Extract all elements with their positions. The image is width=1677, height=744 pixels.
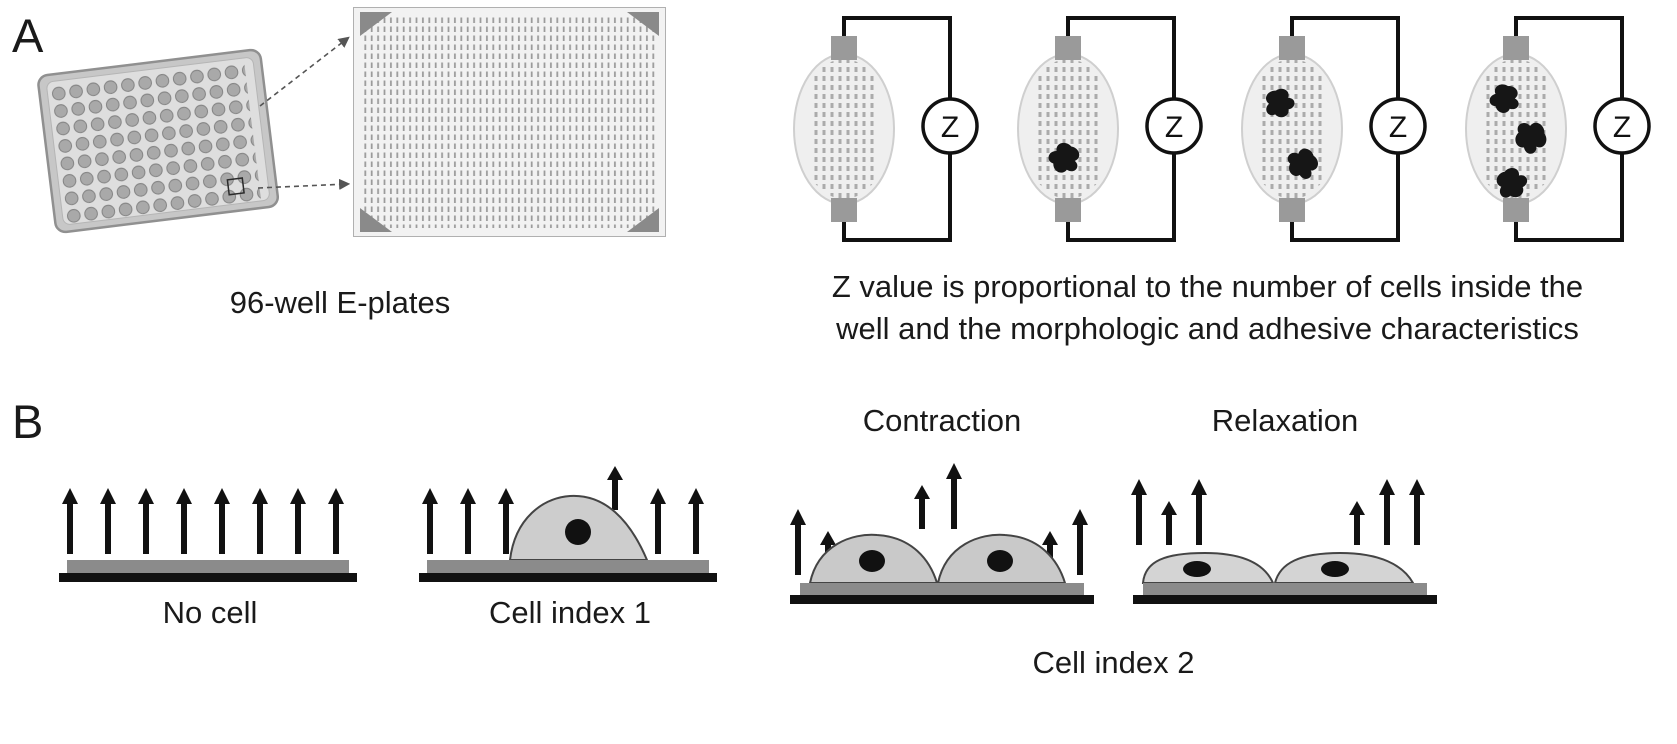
corner-marker: [627, 208, 659, 232]
impedance-z-label: Z: [1165, 111, 1183, 144]
substrate-bar: [1133, 595, 1437, 604]
well-outline: [1017, 53, 1119, 205]
relaxation-label: Relaxation: [1211, 403, 1359, 438]
corner-marker: [360, 12, 392, 36]
no-cell-caption: No cell: [162, 595, 258, 630]
electrode-pad-top: [1055, 36, 1081, 60]
impedance-circuit-4: Z: [1465, 16, 1651, 242]
electrode-pad-bottom: [1503, 198, 1529, 222]
electrode-fingers: [1038, 59, 1098, 199]
up-arrows: [1131, 479, 1425, 545]
up-arrows: [62, 488, 344, 554]
impedance-meter-icon: [1145, 97, 1203, 155]
well-outline: [1241, 53, 1343, 205]
cell-index-1-caption: Cell index 1: [489, 595, 651, 630]
circuit-wire: [1290, 16, 1400, 242]
panel-a-label: A: [12, 9, 44, 62]
impedance-caption-line2: well and the morphologic and adhesive ch…: [836, 310, 1579, 346]
circuit-wire: [1066, 16, 1176, 242]
corner-marker: [360, 208, 392, 232]
impedance-circuit-3: Z: [1241, 16, 1427, 242]
electrode-bar: [800, 583, 1084, 597]
plate-caption: 96-well E-plates: [229, 285, 451, 320]
substrate-bar: [59, 573, 357, 582]
electrode-pad-top: [1503, 36, 1529, 60]
electrode-pad-bottom: [831, 198, 857, 222]
electrode-bar: [427, 560, 709, 575]
contraction-label: Contraction: [862, 403, 1022, 438]
cell-nucleus: [1183, 561, 1211, 577]
electrode-bar: [1143, 583, 1427, 597]
cell-nucleus: [1321, 561, 1349, 577]
dashed-arrow-bottom: [258, 178, 351, 190]
zoom-dashed-arrows: [258, 36, 351, 190]
well-outline: [793, 53, 895, 205]
no-cell-diagram: [59, 440, 357, 582]
impedance-caption-line1: Z value is proportional to the number of…: [831, 269, 1584, 304]
cell-nucleus: [987, 550, 1013, 572]
electrode-pad-top: [1279, 36, 1305, 60]
plate-wells: [48, 60, 262, 224]
impedance-meter-icon: [1369, 97, 1427, 155]
electrode-pad-top: [831, 36, 857, 60]
impedance-z-label: Z: [1613, 111, 1631, 144]
electrode-dot-grid: [364, 16, 656, 228]
cell-nucleus: [565, 519, 591, 545]
electrode-fingers: [814, 59, 874, 199]
substrate-bar: [790, 595, 1094, 604]
plate-body: [37, 48, 280, 234]
contraction-diagram: [782, 445, 1094, 604]
cell-index-2-caption: Cell index 2: [1032, 645, 1195, 680]
dashed-arrow-top: [259, 36, 350, 107]
cell-nucleus: [859, 550, 885, 572]
impedance-caption: Z value is proportional to the number of…: [745, 266, 1670, 349]
well-plate-photo: [37, 48, 280, 234]
impedance-circuit-2: Z: [1017, 16, 1203, 242]
substrate-bar: [419, 573, 717, 582]
impedance-z-label: Z: [1389, 111, 1407, 144]
circuit-wire: [842, 16, 952, 242]
electrode-pad-bottom: [1279, 198, 1305, 222]
electrode-bar: [67, 560, 349, 575]
impedance-circuit-1: Z: [793, 16, 979, 242]
circuit-wire: [1514, 16, 1624, 242]
impedance-z-label: Z: [941, 111, 959, 144]
relaxation-diagram: [1125, 445, 1437, 604]
panel-b-label: B: [12, 395, 44, 448]
impedance-meter-icon: [921, 97, 979, 155]
zoomed-well-highlight: [226, 177, 245, 196]
electrode-pad-bottom: [1055, 198, 1081, 222]
impedance-meter-icon: [1593, 97, 1651, 155]
cell-index-1-diagram: [419, 440, 717, 582]
electrode-array-closeup: [353, 7, 666, 237]
corner-marker: [627, 12, 659, 36]
